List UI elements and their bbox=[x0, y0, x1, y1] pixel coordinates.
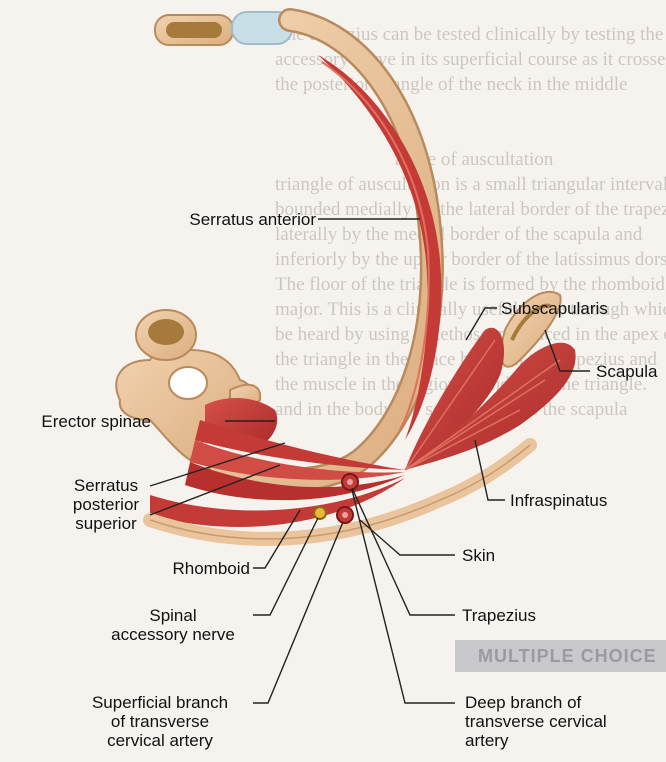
label-spinal-accessory-nerve: Spinal accessory nerve bbox=[88, 606, 258, 644]
label-superficial-branch-line-1: Superficial branch bbox=[70, 693, 250, 712]
label-serratus-posterior-superior: Serratus posterior superior bbox=[58, 476, 154, 533]
label-serratus-anterior: Serratus anterior bbox=[120, 210, 316, 229]
label-superficial-branch-line-2: of transverse bbox=[70, 712, 250, 731]
label-spinal-accessory-nerve-line-1: Spinal bbox=[88, 606, 258, 625]
label-serratus-posterior-superior-line-2: posterior bbox=[58, 495, 154, 514]
label-superficial-branch-line-3: cervical artery bbox=[70, 731, 250, 750]
label-deep-branch-line-1: Deep branch of bbox=[465, 693, 607, 712]
label-rhomboid: Rhomboid bbox=[100, 559, 250, 578]
label-skin: Skin bbox=[462, 546, 495, 565]
label-infraspinatus: Infraspinatus bbox=[510, 491, 607, 510]
label-deep-branch-line-3: artery bbox=[465, 731, 607, 750]
label-erector-spinae: Erector spinae bbox=[0, 412, 151, 431]
label-deep-branch: Deep branch of transverse cervical arter… bbox=[465, 693, 607, 750]
sternum-fragment bbox=[155, 15, 233, 45]
label-superficial-branch: Superficial branch of transverse cervica… bbox=[70, 693, 250, 750]
label-subscapularis: Subscapularis bbox=[501, 299, 608, 318]
label-trapezius: Trapezius bbox=[462, 606, 536, 625]
spinal-accessory-nerve-dot bbox=[314, 507, 326, 519]
label-serratus-posterior-superior-line-3: superior bbox=[58, 514, 154, 533]
label-serratus-posterior-superior-line-1: Serratus bbox=[58, 476, 154, 495]
label-deep-branch-line-2: transverse cervical bbox=[465, 712, 607, 731]
label-spinal-accessory-nerve-line-2: accessory nerve bbox=[88, 625, 258, 644]
label-scapula: Scapula bbox=[596, 362, 657, 381]
